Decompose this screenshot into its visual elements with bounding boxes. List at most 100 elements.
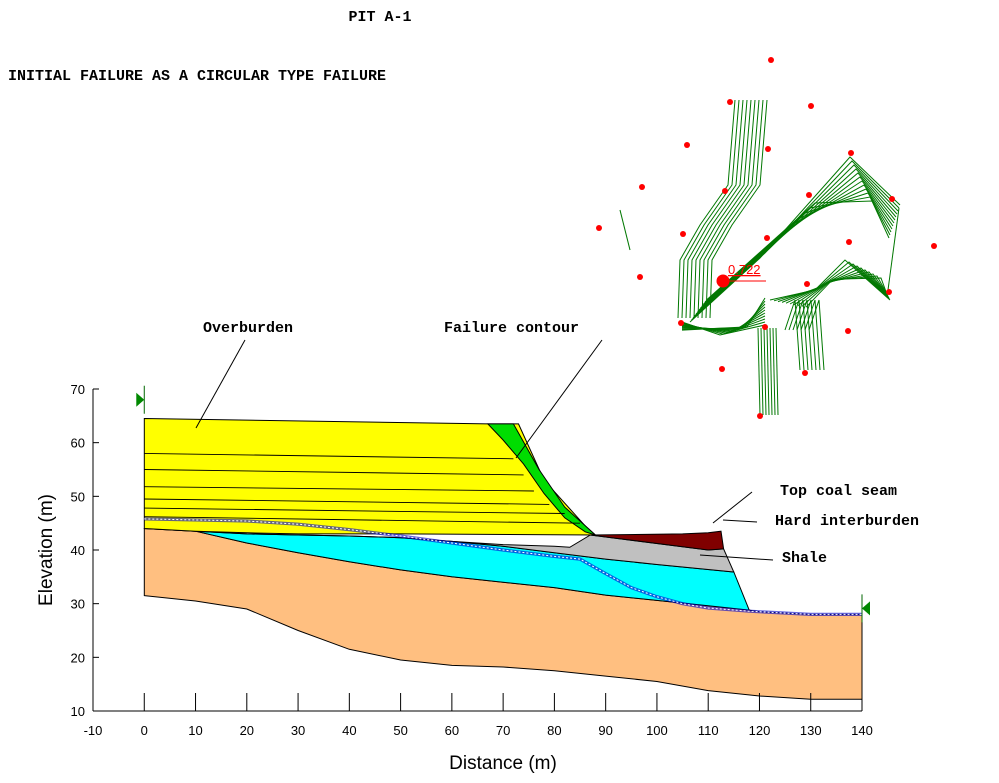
contour-line bbox=[775, 327, 779, 416]
x-tick-label: 70 bbox=[496, 723, 510, 738]
figure-title: PIT A-1 bbox=[348, 9, 411, 26]
contour-line bbox=[788, 299, 805, 371]
leader-line bbox=[712, 491, 753, 524]
x-tick-label: 80 bbox=[547, 723, 561, 738]
contour-line bbox=[792, 299, 809, 371]
x-tick-label: 120 bbox=[749, 723, 771, 738]
grid-point bbox=[719, 366, 725, 372]
contour-line bbox=[701, 99, 760, 319]
x-tick-label: 10 bbox=[188, 723, 202, 738]
contour-line bbox=[773, 261, 890, 302]
grid-point bbox=[684, 142, 690, 148]
y-tick-label: 60 bbox=[71, 436, 85, 451]
label-shale: Shale bbox=[782, 550, 827, 567]
label-top-coal-seam: Top coal seam bbox=[780, 483, 897, 500]
y-tick-label: 30 bbox=[71, 597, 85, 612]
contour-line bbox=[769, 259, 891, 301]
y-tick-label: 20 bbox=[71, 650, 85, 665]
factor-of-safety-label: 0.722 bbox=[728, 262, 761, 277]
contour-line bbox=[808, 299, 825, 371]
annotation-leaders bbox=[195, 339, 774, 561]
region-coal bbox=[590, 530, 725, 551]
contour-line bbox=[777, 263, 890, 303]
contour-line bbox=[781, 265, 890, 303]
contour-line bbox=[763, 327, 767, 416]
label-hard-interburden: Hard interburden bbox=[775, 513, 919, 530]
contour-line bbox=[772, 327, 776, 416]
contour-line bbox=[800, 299, 817, 371]
layer-line bbox=[144, 516, 581, 524]
grid-point bbox=[639, 184, 645, 190]
contour-line bbox=[685, 99, 744, 319]
layer-line bbox=[144, 452, 514, 460]
contour-line bbox=[805, 277, 887, 308]
contour-line bbox=[681, 99, 740, 319]
contour-line bbox=[797, 273, 888, 306]
grid-point bbox=[722, 188, 728, 194]
grid-point bbox=[762, 324, 768, 330]
contour-line bbox=[698, 180, 895, 311]
x-tick-label: -10 bbox=[84, 723, 103, 738]
grid-point bbox=[889, 196, 895, 202]
contour-line bbox=[697, 99, 756, 319]
contour-line bbox=[701, 188, 893, 307]
y-axis-title: Elevation (m) bbox=[36, 494, 57, 606]
material-regions bbox=[143, 417, 863, 700]
grid-point bbox=[678, 320, 684, 326]
x-tick-label: 30 bbox=[291, 723, 305, 738]
contour-line bbox=[784, 299, 801, 371]
label-overburden: Overburden bbox=[203, 320, 293, 337]
grid-point bbox=[804, 281, 810, 287]
contour-line bbox=[789, 269, 889, 305]
grid-point bbox=[680, 231, 686, 237]
grid-point bbox=[757, 413, 763, 419]
contour-line bbox=[677, 99, 736, 319]
layer-line bbox=[144, 507, 565, 514]
grid-point bbox=[727, 99, 733, 105]
grid-point bbox=[808, 103, 814, 109]
y-tick-label: 40 bbox=[71, 543, 85, 558]
figure-subtitle: INITIAL FAILURE AS A CIRCULAR TYPE FAILU… bbox=[8, 68, 386, 85]
contour-line bbox=[706, 200, 890, 301]
region-failure_mass bbox=[486, 423, 596, 536]
leader-line bbox=[515, 339, 603, 459]
x-tick-label: 140 bbox=[851, 723, 873, 738]
grid-point bbox=[764, 235, 770, 241]
x-tick-label: 130 bbox=[800, 723, 822, 738]
x-tick-label: 90 bbox=[598, 723, 612, 738]
layer-line bbox=[144, 498, 550, 505]
layer-line bbox=[144, 486, 534, 492]
contour-line bbox=[709, 99, 768, 319]
failure-contour-grid bbox=[596, 57, 937, 419]
grid-point bbox=[848, 150, 854, 156]
contour-line bbox=[769, 327, 773, 416]
contour-line bbox=[757, 327, 761, 416]
contour-line bbox=[785, 267, 889, 304]
contour-line bbox=[793, 271, 888, 306]
contour-line bbox=[681, 297, 766, 331]
contour-line bbox=[887, 207, 900, 291]
contour-line bbox=[619, 209, 631, 251]
grid-point bbox=[931, 243, 937, 249]
grid-point bbox=[596, 225, 602, 231]
grid-point bbox=[845, 328, 851, 334]
contour-line bbox=[796, 299, 813, 371]
contour-line bbox=[689, 99, 748, 319]
slip-surface bbox=[144, 517, 862, 617]
label-failure-contour: Failure contour bbox=[444, 320, 579, 337]
leader-line bbox=[195, 339, 246, 429]
grid-point bbox=[637, 274, 643, 280]
grid-point bbox=[802, 370, 808, 376]
contour-line bbox=[766, 327, 770, 416]
x-tick-label: 40 bbox=[342, 723, 356, 738]
slip-surface-inner bbox=[144, 518, 862, 615]
x-tick-label: 0 bbox=[141, 723, 148, 738]
grid-point bbox=[886, 289, 892, 295]
contour-line bbox=[700, 184, 894, 309]
grid-point bbox=[768, 57, 774, 63]
x-tick-label: 60 bbox=[445, 723, 459, 738]
x-tick-label: 50 bbox=[393, 723, 407, 738]
